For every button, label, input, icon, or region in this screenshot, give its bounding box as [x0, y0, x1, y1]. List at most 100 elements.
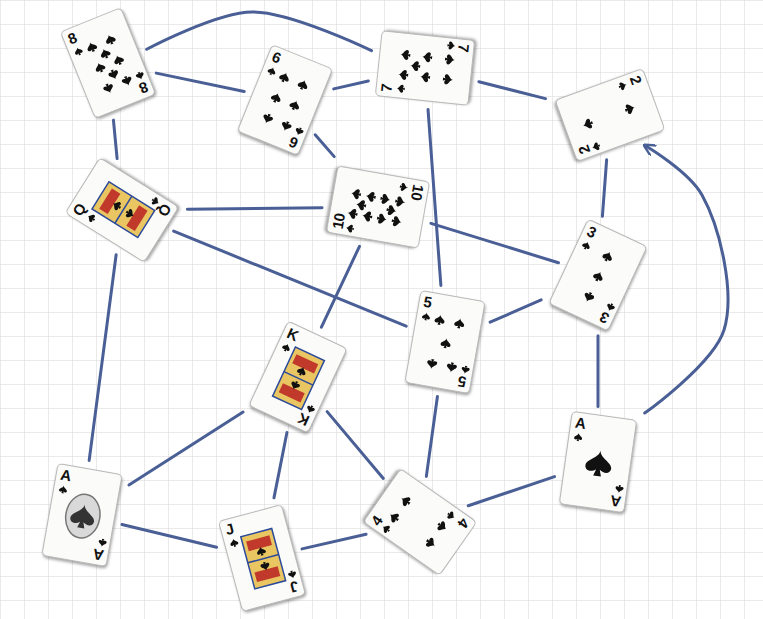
- spade-pip: [261, 112, 274, 125]
- spade-pip: [69, 502, 97, 530]
- spade-pip: [229, 538, 239, 548]
- card-rank: 6: [287, 134, 300, 152]
- connector: [113, 120, 117, 158]
- spade-pip: [396, 84, 405, 93]
- playing-card: KK: [248, 320, 348, 433]
- connector: [156, 73, 244, 91]
- spade-pip: [73, 46, 83, 56]
- card-rank: J: [224, 521, 236, 538]
- spade-pip: [440, 337, 452, 349]
- connector: [426, 397, 437, 477]
- card-rank: K: [295, 410, 311, 429]
- connector: [645, 146, 728, 413]
- spade-pip: [270, 91, 283, 104]
- spade-pip: [399, 183, 408, 192]
- spade-pip: [424, 536, 438, 550]
- spade-pip: [581, 240, 592, 251]
- card-rank: A: [574, 415, 586, 432]
- spade-pip: [355, 199, 367, 211]
- card-face: [554, 69, 665, 163]
- spade-pip: [420, 72, 431, 83]
- spade-pip: [447, 41, 456, 50]
- spade-pip: [399, 494, 413, 508]
- card-rank: 5: [457, 373, 468, 390]
- connector: [174, 231, 407, 326]
- spade-pip: [445, 54, 456, 65]
- playing-card: JJ: [218, 504, 306, 612]
- card-rank: 6: [270, 49, 283, 67]
- spade-pip: [426, 358, 438, 370]
- spade-pip: [288, 99, 301, 112]
- card-rank: 4: [454, 515, 472, 531]
- spade-pip: [345, 224, 354, 233]
- connector: [122, 525, 217, 548]
- spade-pip: [422, 312, 431, 321]
- card-rank: A: [59, 467, 72, 485]
- card-rank: Q: [70, 201, 89, 219]
- card-face: [219, 505, 307, 613]
- card-rank: 8: [137, 78, 150, 96]
- connector: [431, 223, 558, 262]
- playing-card: AA: [559, 411, 637, 513]
- spade-pip: [391, 216, 403, 228]
- card-rank: 7: [455, 43, 472, 52]
- spade-pip: [85, 40, 98, 53]
- spade-pip: [592, 270, 605, 283]
- court-figure: [126, 205, 147, 231]
- spade-pip: [624, 102, 637, 115]
- card-rank: 10: [408, 183, 426, 201]
- spade-pip: [446, 362, 458, 374]
- spade-pip: [104, 33, 117, 46]
- card-rank: J: [289, 578, 301, 595]
- spade-pip: [434, 314, 446, 326]
- spade-pip: [296, 365, 308, 377]
- spade-pip: [581, 118, 594, 131]
- spade-pip: [110, 199, 122, 211]
- card-face: [405, 291, 486, 395]
- playing-card: 66: [237, 44, 333, 156]
- playing-card: 22: [555, 68, 666, 162]
- connector: [428, 110, 441, 286]
- card-rank: 10: [330, 212, 348, 230]
- playing-card: 10 10: [326, 165, 430, 248]
- card-rank: 2: [576, 144, 594, 157]
- connector: [490, 300, 541, 322]
- card-rank: A: [92, 546, 105, 564]
- connector: [602, 160, 606, 217]
- playing-card: QQ: [65, 157, 180, 263]
- card-rank: 5: [422, 294, 433, 311]
- spade-pip: [601, 250, 614, 263]
- connector: [321, 246, 359, 327]
- connector: [89, 255, 116, 461]
- card-rank: 2: [627, 74, 645, 87]
- connector: [479, 82, 546, 99]
- spade-pip: [410, 60, 421, 71]
- card-rank: 3: [584, 223, 598, 241]
- spade-pip: [281, 342, 292, 353]
- spade-pip: [350, 188, 362, 200]
- court-figure: [241, 528, 286, 588]
- court-figure: [92, 182, 155, 238]
- spade-pip: [289, 380, 301, 392]
- spade-pip: [267, 66, 277, 76]
- court-figure: [254, 566, 280, 582]
- connector: [597, 336, 600, 407]
- playing-card: 88: [60, 7, 156, 119]
- card-face: [549, 220, 649, 333]
- spade-pip: [435, 520, 449, 534]
- connector: [302, 534, 366, 549]
- spade-pip: [99, 47, 112, 60]
- connector: [315, 135, 334, 157]
- card-face: [61, 8, 157, 120]
- spade-pip: [618, 81, 628, 91]
- spade-pip: [365, 191, 377, 203]
- connector: [129, 412, 243, 485]
- card-rank: Q: [155, 201, 174, 219]
- spade-pip: [121, 75, 134, 88]
- card-face: [325, 166, 429, 249]
- spade-pip: [107, 68, 120, 81]
- card-rank: 8: [66, 30, 79, 48]
- card-rank: 4: [368, 513, 386, 529]
